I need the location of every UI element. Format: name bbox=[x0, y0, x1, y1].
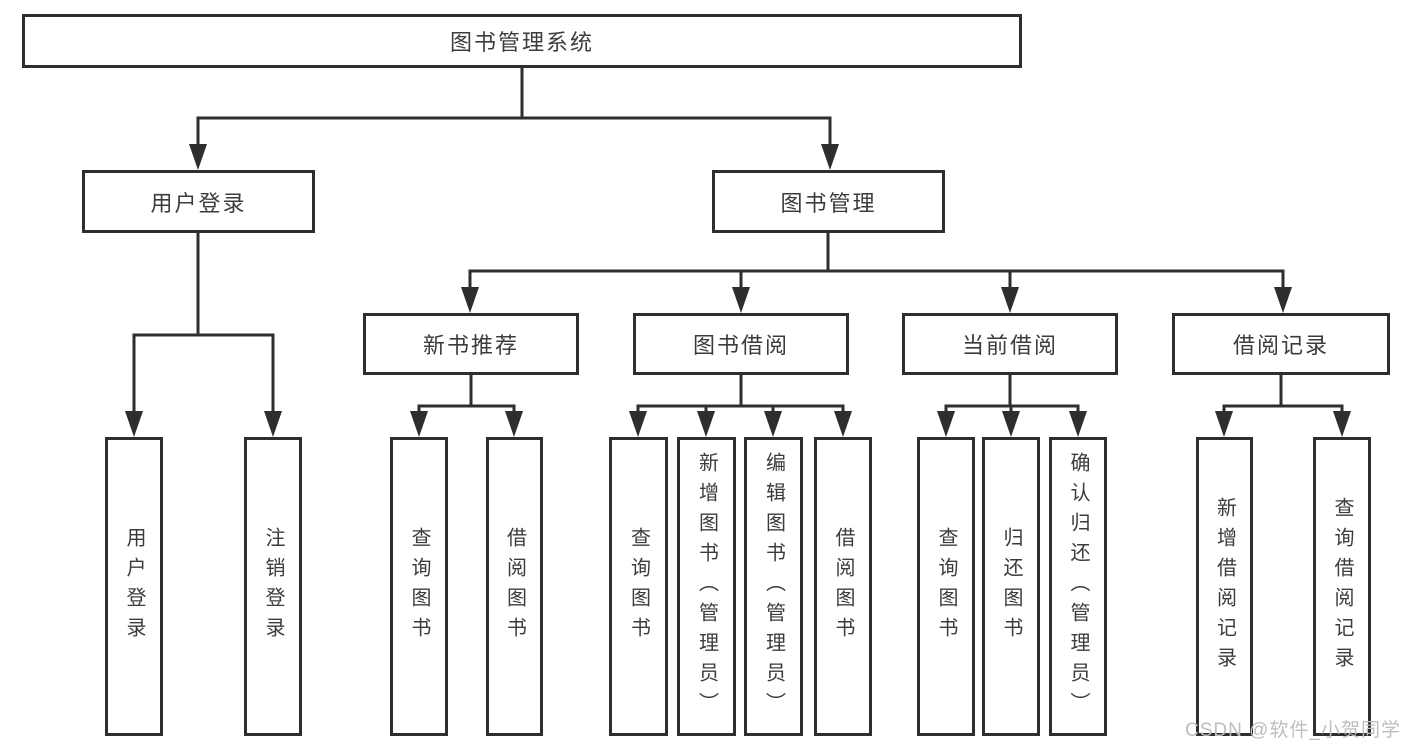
leaf-label: 借阅图书 bbox=[503, 526, 526, 647]
node-current-borrow-label: 当前借阅 bbox=[961, 333, 1058, 358]
leaf-logout: 注销登录 bbox=[244, 437, 302, 736]
leaf-label: 用户登录 bbox=[123, 526, 145, 647]
node-root: 图书管理系统 bbox=[22, 14, 1022, 68]
node-borrow-records-label: 借阅记录 bbox=[1232, 333, 1329, 358]
leaf-label: 借阅图书 bbox=[832, 526, 854, 647]
arrow-down-icon bbox=[264, 411, 282, 437]
leaf-label: 新增图书（管理员） bbox=[695, 451, 718, 722]
csdn-watermark: CSDN @软件_小贺同学 bbox=[1185, 720, 1401, 741]
leaf-query-books-current: 查询图书 bbox=[917, 437, 975, 736]
leaf-query-books-borrow: 查询图书 bbox=[609, 437, 668, 736]
arrow-down-icon bbox=[697, 411, 715, 437]
arrow-down-icon bbox=[1215, 411, 1233, 437]
arrow-down-icon bbox=[189, 144, 207, 170]
leaf-label: 查询图书 bbox=[408, 526, 430, 647]
node-book-mgmt: 图书管理 bbox=[712, 170, 945, 233]
arrow-down-icon bbox=[937, 411, 955, 437]
leaf-label: 查询图书 bbox=[935, 526, 957, 647]
leaf-add-books-admin: 新增图书（管理员） bbox=[677, 437, 736, 736]
arrow-down-icon bbox=[125, 411, 143, 437]
arrow-down-icon bbox=[461, 287, 479, 313]
leaf-return-books: 归还图书 bbox=[982, 437, 1040, 736]
node-new-books-label: 新书推荐 bbox=[422, 333, 519, 358]
leaf-label: 注销登录 bbox=[262, 526, 284, 647]
arrow-down-icon bbox=[732, 287, 750, 313]
node-root-label: 图书管理系统 bbox=[449, 30, 594, 55]
node-book-mgmt-label: 图书管理 bbox=[780, 190, 877, 216]
node-user-login-label: 用户登录 bbox=[150, 190, 247, 216]
leaf-borrow-books-newbooks: 借阅图书 bbox=[486, 437, 543, 736]
node-current-borrow: 当前借阅 bbox=[902, 313, 1118, 375]
leaf-query-borrow-record: 查询借阅记录 bbox=[1313, 437, 1371, 736]
leaf-label: 查询借阅记录 bbox=[1331, 496, 1353, 677]
arrow-down-icon bbox=[834, 411, 852, 437]
arrow-down-icon bbox=[1274, 287, 1292, 313]
arrow-down-icon bbox=[410, 411, 428, 437]
leaf-user-login: 用户登录 bbox=[105, 437, 163, 736]
leaf-label: 确认归还（管理员） bbox=[1067, 451, 1089, 722]
arrow-down-icon bbox=[1002, 411, 1020, 437]
leaf-query-books-newbooks: 查询图书 bbox=[390, 437, 448, 736]
leaf-edit-books-admin: 编辑图书（管理员） bbox=[744, 437, 803, 736]
node-book-borrow-label: 图书借阅 bbox=[692, 333, 789, 358]
leaf-label: 归还图书 bbox=[1000, 526, 1022, 647]
arrow-down-icon bbox=[629, 411, 647, 437]
leaf-label: 编辑图书（管理员） bbox=[762, 451, 785, 722]
arrow-down-icon bbox=[505, 411, 523, 437]
node-book-borrow: 图书借阅 bbox=[633, 313, 849, 375]
leaf-borrow-books: 借阅图书 bbox=[814, 437, 872, 736]
arrow-down-icon bbox=[1069, 411, 1087, 437]
node-borrow-records: 借阅记录 bbox=[1172, 313, 1390, 375]
arrow-down-icon bbox=[1001, 287, 1019, 313]
node-user-login: 用户登录 bbox=[82, 170, 315, 233]
arrow-down-icon bbox=[764, 411, 782, 437]
arrow-down-icon bbox=[821, 144, 839, 170]
leaf-label: 查询图书 bbox=[627, 526, 650, 647]
leaf-confirm-return-admin: 确认归还（管理员） bbox=[1049, 437, 1107, 736]
leaf-label: 新增借阅记录 bbox=[1213, 496, 1236, 677]
arrow-down-icon bbox=[1333, 411, 1351, 437]
leaf-add-borrow-record: 新增借阅记录 bbox=[1196, 437, 1253, 736]
node-new-books: 新书推荐 bbox=[363, 313, 579, 375]
